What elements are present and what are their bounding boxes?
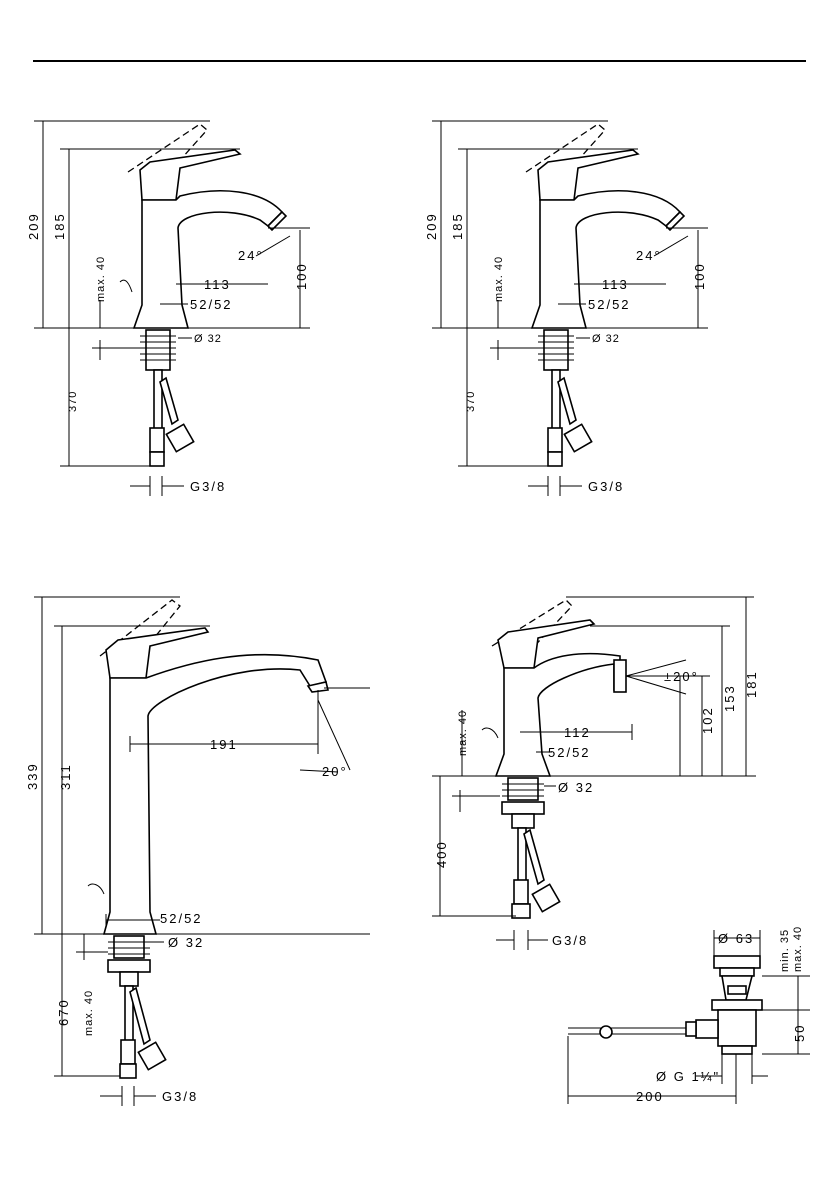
dim-hose: 670	[56, 998, 71, 1026]
shank	[108, 936, 166, 1078]
faucet-body	[88, 600, 328, 934]
dim-total-height: 339	[25, 762, 40, 790]
dim-max: max. 40	[83, 990, 95, 1036]
dim-base: 52/52	[548, 745, 591, 760]
dim-outlet-height: 100	[692, 262, 707, 290]
dim-total-height: 209	[424, 212, 439, 240]
dim-angle: ±20°	[664, 669, 699, 684]
dim-thread: G3/8	[162, 1089, 198, 1104]
dim-waste-min: min. 35	[779, 929, 791, 972]
dim-outlet-height: 100	[294, 262, 309, 290]
dim-spout-reach: 112	[564, 725, 591, 740]
shank	[140, 330, 194, 466]
dim-base: 52/52	[588, 297, 631, 312]
dim-waste-thread: Ø G 1¼"	[656, 1069, 720, 1084]
dim-hole: Ø 32	[194, 333, 222, 345]
dim-spout-reach: 191	[210, 737, 238, 752]
dim-spout-height: 185	[52, 212, 67, 240]
dim-total-height: 181	[744, 670, 759, 698]
dim-hole: Ø 32	[558, 780, 594, 795]
dim-thread: G3/8	[588, 479, 624, 494]
dim-waste-max: max. 40	[792, 926, 804, 972]
dim-angle: 24°	[636, 248, 662, 263]
dim-max: max. 40	[95, 256, 107, 302]
dim-base: 52/52	[190, 297, 233, 312]
faucet-drawing-2: 209 185 max. 40 113 52/52 24° 100 Ø 32 3…	[424, 121, 708, 496]
dim-outlet-height: 102	[700, 706, 715, 734]
dim-spout-height: 153	[722, 684, 737, 712]
pop-up-waste-drawing: Ø 63 min. 35 max. 40 50 Ø G 1¼" 200	[568, 926, 810, 1104]
dim-max: max. 40	[457, 710, 469, 756]
dim-max: max. 40	[493, 256, 505, 302]
dim-base: 52/52	[160, 911, 203, 926]
dim-angle: 24°	[238, 248, 264, 263]
dim-angle: 20°	[322, 764, 348, 779]
faucet-drawing-4: max. 40 112 52/52 ±20° 102 153 181 Ø 32 …	[432, 597, 759, 950]
dim-spout-height: 185	[450, 212, 465, 240]
shank	[502, 778, 560, 918]
waste-flange	[714, 956, 760, 968]
dim-spout-reach: 113	[204, 277, 231, 292]
faucet-drawing-1: 209 185 max. 40 113 52/52 24° 100 Ø 32 3…	[26, 121, 310, 496]
dim-hole: Ø 32	[592, 333, 620, 345]
dim-hose: 400	[434, 840, 449, 868]
rod-knob	[600, 1026, 612, 1038]
dim-total-height: 209	[26, 212, 41, 240]
faucet-drawing-3: 339 311 191 20° 52/52 Ø 32 670 max. 40 G…	[25, 597, 370, 1106]
dim-waste-rod: 200	[636, 1089, 664, 1104]
dim-thread: G3/8	[190, 479, 226, 494]
dim-hose: 370	[465, 391, 477, 412]
dim-waste-diameter: Ø 63	[718, 931, 754, 946]
dim-thread: G3/8	[552, 933, 588, 948]
dim-spout-reach: 113	[602, 277, 629, 292]
shank	[538, 330, 592, 466]
dim-spout-height: 311	[58, 763, 73, 790]
dim-hole: Ø 32	[168, 935, 204, 950]
dim-waste-height: 50	[792, 1024, 807, 1042]
dim-hose: 370	[67, 391, 79, 412]
